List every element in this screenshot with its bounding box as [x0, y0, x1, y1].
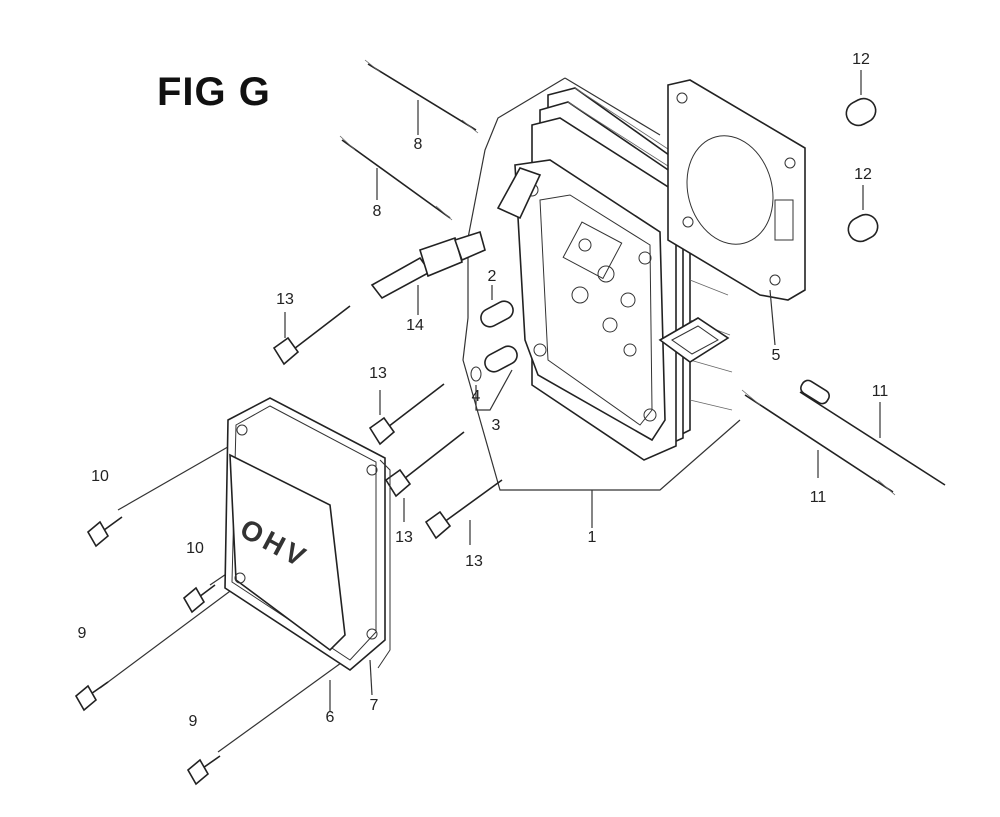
cover-bolt-10-lower	[182, 584, 216, 614]
cover-bolt-9-lower	[186, 755, 221, 786]
callout-8-lower: 8	[372, 203, 382, 220]
head-bolt-2	[368, 383, 445, 446]
head-bolt-4	[424, 479, 503, 545]
callout-1: 1	[587, 529, 597, 546]
callout-10-lower: 10	[186, 540, 204, 557]
stud-bolt-lower	[339, 135, 453, 221]
cover-gasket	[377, 459, 391, 669]
cylinder-head-bracket-outline	[462, 77, 741, 491]
callout-9-lower: 9	[188, 713, 198, 730]
head-bolt-1	[272, 305, 351, 366]
callout-7: 7	[369, 697, 379, 714]
callout-8-upper: 8	[413, 136, 423, 153]
head-bolt-3	[384, 431, 465, 522]
spark-plug	[370, 230, 486, 315]
callout-3: 3	[491, 417, 501, 434]
dowel-pin-2	[470, 345, 518, 411]
cover-bolt-9-upper	[74, 681, 109, 712]
callout-13-b: 13	[369, 365, 387, 382]
figure-title: FIG G	[157, 70, 271, 114]
head-gasket	[667, 79, 806, 346]
dowel-pin	[480, 285, 514, 328]
cover-bolt-10-upper	[86, 516, 123, 548]
callout-6: 6	[325, 709, 335, 726]
callout-12-lower: 12	[854, 166, 872, 183]
callout-5: 5	[771, 347, 781, 364]
callout-2: 2	[487, 268, 497, 285]
callout-12-upper: 12	[852, 51, 870, 68]
stud-bolt-11-upper	[799, 379, 946, 486]
stud-bolt-upper	[364, 59, 479, 135]
callout-10-upper: 10	[91, 468, 109, 485]
callout-13-c: 13	[395, 529, 413, 546]
stud-bolt-11-lower	[741, 389, 896, 496]
callout-14: 14	[406, 317, 424, 334]
sleeve-upper	[845, 70, 877, 127]
callout-13-d: 13	[465, 553, 483, 570]
callout-4: 4	[471, 388, 481, 405]
callout-11-upper: 11	[871, 383, 889, 400]
sleeve-lower	[847, 185, 879, 243]
callout-9-upper: 9	[77, 625, 87, 642]
cylinder-head-cover	[224, 397, 386, 671]
callout-13-a: 13	[276, 291, 294, 308]
callout-11-lower: 11	[809, 489, 827, 506]
cylinder-head	[496, 87, 733, 461]
